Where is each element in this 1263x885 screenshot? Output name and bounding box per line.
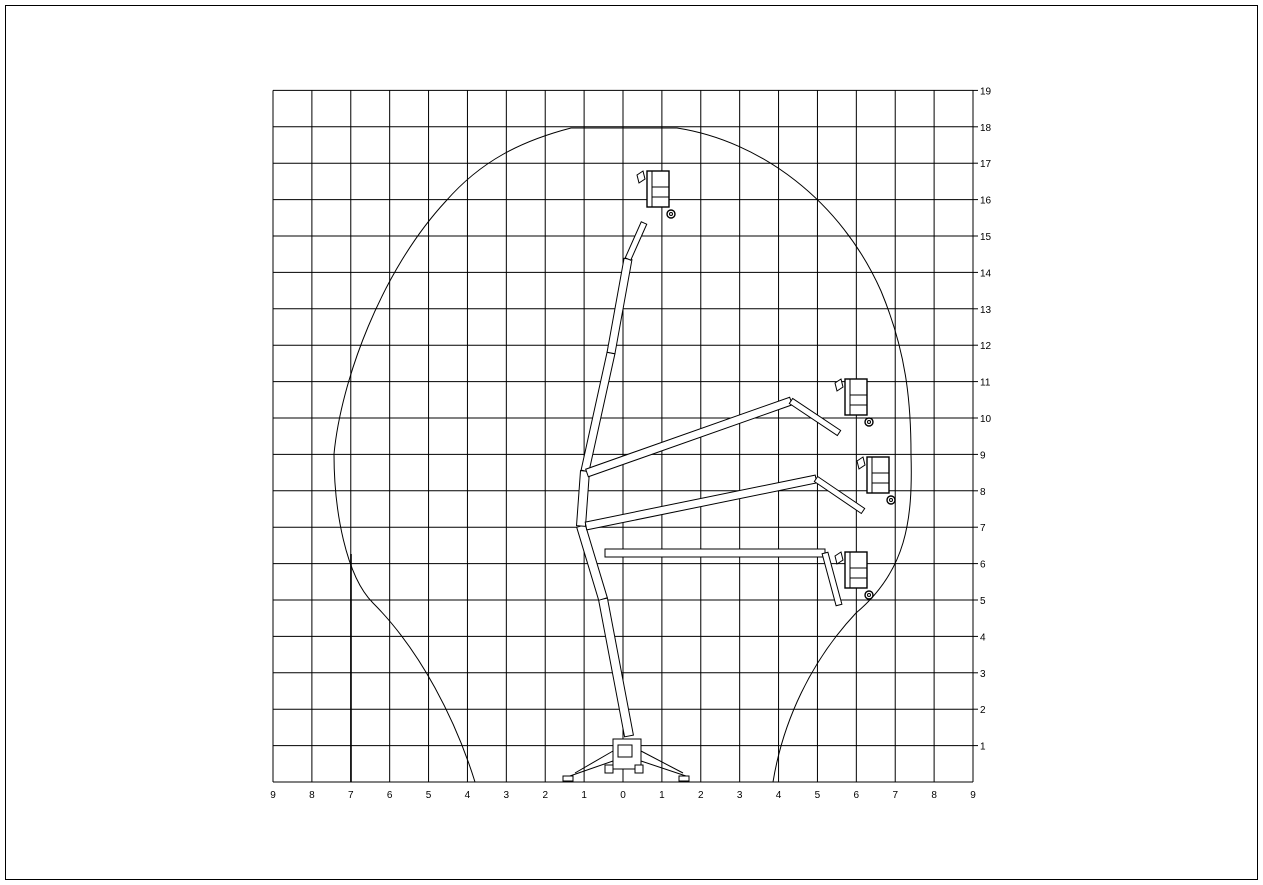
y-tick-label: 13 — [980, 305, 992, 316]
y-tick-label: 19 — [980, 86, 992, 97]
y-tick-label: 8 — [980, 487, 986, 498]
boom-position-outreach-upper — [585, 378, 874, 478]
y-tick-label: 18 — [980, 123, 992, 134]
working-envelope — [333, 127, 912, 783]
basket-control — [834, 378, 844, 392]
platform-basket — [834, 378, 874, 427]
basket-control — [856, 456, 866, 470]
basket-control — [834, 551, 844, 565]
boom-position-outreach-lower — [604, 548, 874, 607]
y-tick-label: 6 — [980, 560, 986, 571]
control-box — [617, 744, 633, 758]
x-tick-label: 2 — [698, 790, 704, 801]
basket-pivot — [864, 590, 874, 600]
platform-basket — [834, 551, 874, 600]
basket-pivot-pin — [867, 420, 871, 424]
x-tick-label: 3 — [737, 790, 743, 801]
x-axis-tick-labels: 9 8 7 6 5 4 3 2 1 0 1 2 3 4 5 6 7 8 9 — [270, 790, 976, 801]
y-tick-label: 5 — [980, 596, 986, 607]
grid — [272, 89, 978, 783]
basket-frame — [646, 170, 670, 208]
basket-frame — [866, 456, 890, 494]
platform-basket — [636, 170, 676, 219]
outrigger-right — [640, 760, 690, 778]
basket-pivot — [666, 209, 676, 219]
basket-pivot — [864, 417, 874, 427]
y-tick-label: 15 — [980, 232, 992, 243]
outrigger-pad — [562, 775, 574, 782]
basket-pivot-pin — [867, 593, 871, 597]
y-tick-label: 14 — [980, 268, 992, 279]
y-tick-label: 17 — [980, 159, 992, 170]
platform-basket — [856, 456, 896, 505]
x-tick-label: 9 — [270, 790, 276, 801]
boom-lower-arm — [576, 524, 608, 601]
y-tick-label: 12 — [980, 341, 992, 352]
wheel — [634, 764, 644, 774]
boom-telescope — [604, 548, 826, 558]
boom-jib — [821, 551, 843, 607]
x-tick-label: 7 — [892, 790, 898, 801]
basket-frame — [844, 551, 868, 589]
outrigger-left — [566, 760, 614, 778]
boom-jib — [624, 221, 648, 261]
boom-telescope — [584, 474, 818, 531]
boom-jib — [788, 397, 842, 437]
basket-pivot-pin — [669, 212, 673, 216]
boom-upper-arm — [575, 470, 591, 527]
y-tick-label: 10 — [980, 414, 992, 425]
x-tick-label: 0 — [620, 790, 626, 801]
x-tick-label: 8 — [309, 790, 315, 801]
x-tick-label: 5 — [815, 790, 821, 801]
boom-telescope — [585, 396, 793, 478]
outrigger-right — [640, 750, 684, 774]
machine-base — [562, 738, 690, 782]
boom-jib — [813, 475, 866, 515]
boom-position-max-height — [575, 170, 676, 738]
boom-lower-arm — [597, 597, 635, 738]
x-tick-label: 4 — [465, 790, 471, 801]
y-tick-label: 4 — [980, 632, 986, 643]
y-tick-label: 9 — [980, 450, 986, 461]
y-tick-label: 2 — [980, 705, 986, 716]
basket-pivot — [886, 495, 896, 505]
boom-telescope — [606, 257, 633, 355]
x-tick-label: 8 — [931, 790, 937, 801]
wheel — [604, 764, 614, 774]
x-tick-label: 1 — [659, 790, 665, 801]
y-tick-label: 3 — [980, 669, 986, 680]
outrigger-left — [574, 750, 614, 774]
basket-pivot-pin — [889, 498, 893, 502]
x-tick-label: 1 — [581, 790, 587, 801]
y-tick-label: 7 — [980, 523, 986, 534]
x-tick-label: 9 — [970, 790, 976, 801]
y-tick-label: 1 — [980, 742, 986, 753]
basket-frame — [844, 378, 868, 416]
x-tick-label: 6 — [854, 790, 860, 801]
x-tick-label: 2 — [542, 790, 548, 801]
x-tick-label: 7 — [348, 790, 354, 801]
boom-position-outreach-middle — [584, 456, 896, 531]
x-tick-label: 3 — [504, 790, 510, 801]
y-tick-label: 11 — [980, 378, 991, 389]
boom-positions — [575, 170, 896, 738]
outrigger-pad — [678, 775, 690, 782]
x-tick-label: 6 — [387, 790, 393, 801]
x-tick-label: 5 — [426, 790, 432, 801]
x-tick-label: 4 — [776, 790, 782, 801]
basket-control — [636, 170, 646, 184]
y-tick-label: 16 — [980, 196, 992, 207]
